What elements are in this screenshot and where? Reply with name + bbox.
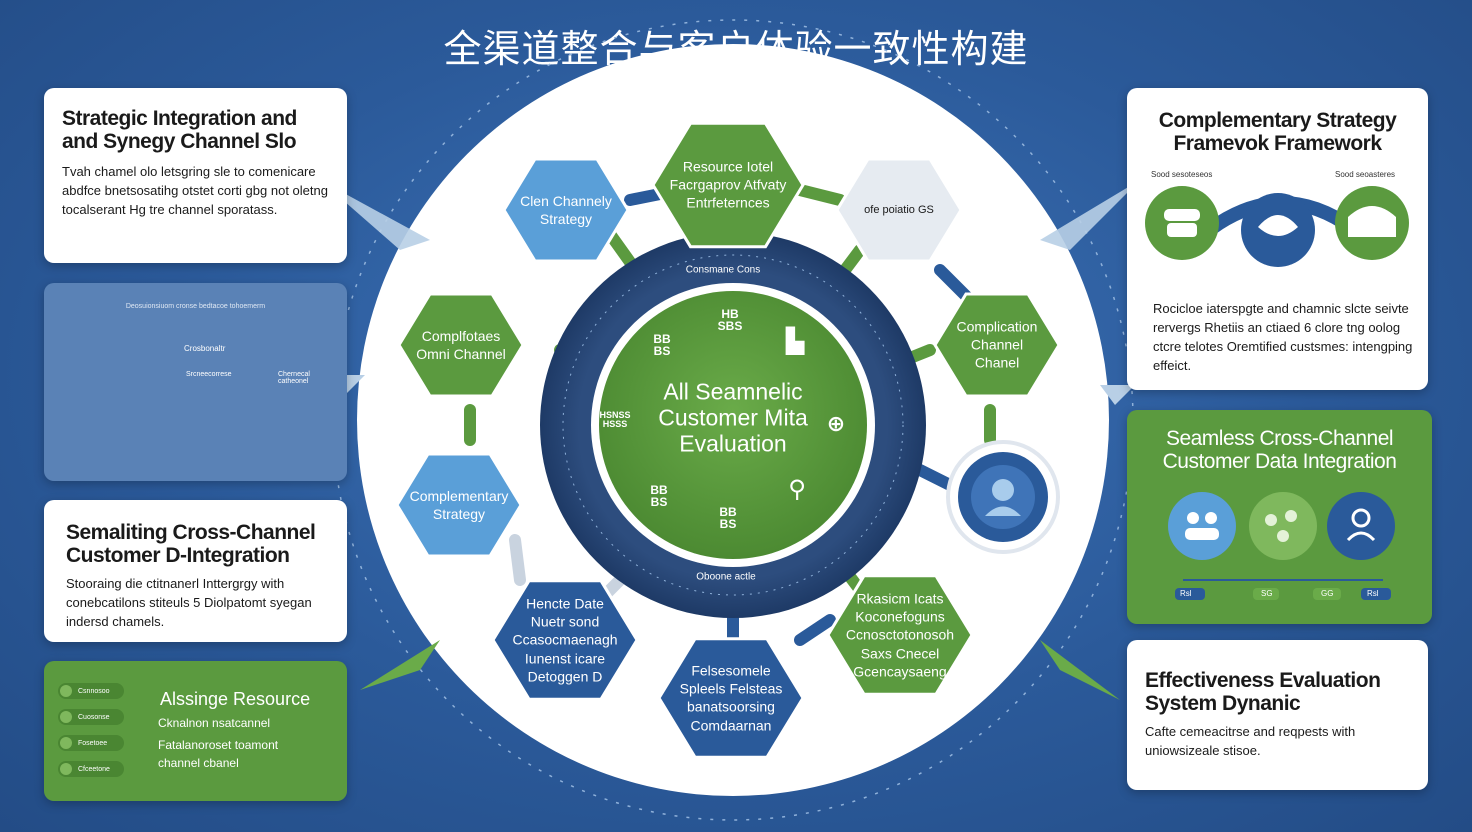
hexagon-label-1: Resource Iotel Facrgaprov Atfvaty Entrfe…	[669, 158, 787, 212]
team-icon: ⚲	[788, 476, 806, 503]
hexagon-1	[651, 121, 805, 249]
right-card-2-tick1: Rsl	[1180, 589, 1192, 598]
left-card-3-heading: Semaliting Cross-Channel Customer D-Inte…	[66, 521, 316, 567]
right-card-2: Seamless Cross-Channel Customer Data Int…	[1127, 410, 1432, 624]
resource-list-item: Cfceetone	[58, 761, 124, 777]
left-card-3: Semaliting Cross-Channel Customer D-Inte…	[44, 500, 347, 642]
people-icon	[1164, 209, 1200, 237]
left-card-2: Deosuionsiuom cronse bedtacoe tohoemerm …	[44, 283, 347, 481]
left-card-3-body: Stooraing die ctitnanerl Inttergrgy with…	[66, 576, 312, 630]
resource-list-item-label: Cuosonse	[78, 713, 110, 721]
right-card-2-tick2: SG	[1261, 589, 1273, 598]
center-glyph-top: HB SBS	[717, 307, 743, 333]
hexagon-4	[395, 452, 523, 558]
bullet-icon	[60, 685, 72, 697]
left-card-2-header: Deosuionsiuom cronse bedtacoe tohoemerm	[125, 303, 266, 310]
ring-top-label: Consmane Cons	[685, 264, 761, 276]
chart-icon: ▙	[785, 328, 805, 355]
center-glyph-bottom: BB BS	[719, 505, 737, 531]
center-glyph-side: HSNSS HSSS	[599, 410, 631, 429]
resource-list-item-label: Csnnosoo	[78, 687, 110, 695]
hexagon-3	[397, 292, 525, 398]
bullet-icon	[60, 763, 72, 775]
right-card-2-tick3: GG	[1321, 589, 1334, 598]
hexagon-9	[835, 157, 963, 263]
resource-list-item-label: Cfceetone	[78, 765, 110, 773]
hexagon-label-2: Clen Channely Strategy	[520, 192, 612, 227]
left-card-4-heading: Alssinge Resource	[160, 689, 311, 709]
team-icon	[1265, 510, 1297, 542]
hexagon-label-4: Complementary Strategy	[409, 487, 509, 522]
globe-icon: ⊕	[826, 411, 846, 436]
hexagon-label-3: Complfotaes Omni Channel	[416, 327, 506, 362]
right-card-1-caption-left: Sood sesoteseos	[1151, 170, 1213, 179]
resource-list-item: Cuosonse	[58, 709, 124, 725]
hexagon-label-9: ofe poiatio GS	[864, 203, 934, 216]
hexagon-group	[395, 121, 1061, 759]
arrow-icon	[320, 180, 1140, 700]
left-card-1-body: Tvah chamel olo letsgring sle to comenic…	[62, 164, 328, 218]
resource-list-item: Fosetoee	[58, 735, 124, 751]
right-card-1: Complementary Strategy Framevok Framewor…	[1127, 88, 1428, 390]
user-badge-icon	[985, 479, 1021, 516]
resource-list-item: Csnnosoo	[58, 683, 124, 699]
center-label: All Seamnelic Customer Mita Evaluation	[658, 378, 808, 456]
right-card-1-heading: Complementary Strategy Framevok Framewor…	[1158, 109, 1397, 155]
pizza-icon	[1348, 206, 1396, 237]
right-card-1-icons	[1145, 186, 1409, 267]
right-card-3-heading: Effectiveness Evaluation System Dynanic	[1145, 669, 1381, 715]
hexagon-label-5: Hencte Date Nuetr sond Ccasocmaenagh Iun…	[512, 595, 618, 685]
right-card-2-tick4: Rsl	[1367, 589, 1379, 598]
hexagon-6	[657, 637, 805, 759]
right-card-3-body: Cafte cemeacitrse and reqpests with unio…	[1145, 724, 1356, 759]
hexagon-7	[826, 574, 974, 696]
right-card-3: Effectiveness Evaluation System Dynanic …	[1127, 640, 1428, 790]
right-card-1-caption-right: Sood seoasteres	[1335, 170, 1396, 179]
center-glyph-left: BB BS	[653, 332, 671, 358]
hexagon-label-7: Rkasicm Icats Koconefoguns Ccnosctotonos…	[845, 590, 955, 680]
left-card-4-line3: channel cbanel	[158, 756, 239, 770]
left-card-2-tag3: Chernecal catheonel	[278, 371, 310, 385]
person-icon	[1346, 508, 1376, 542]
group-icon	[1185, 512, 1219, 540]
central-green-disk	[599, 291, 867, 559]
hexagon-label-6: Felsesomele Spleels Felsteas banatsoorsi…	[679, 662, 783, 734]
right-card-1-body: Rocicloe iaterspgte and chamnic slcte se…	[1153, 301, 1413, 373]
left-card-2-tag2: Srcneecorrese	[186, 371, 232, 378]
left-card-4-line1: Cknalnon nsatcannel	[158, 716, 271, 730]
hexagon-2	[502, 157, 630, 263]
right-card-2-heading: Seamless Cross-Channel Customer Data Int…	[1162, 427, 1397, 473]
hexagon-5	[491, 579, 639, 701]
central-ring-inner-dash	[562, 254, 904, 596]
left-card-1: Strategic Integration and and Synegy Cha…	[44, 88, 347, 263]
handshake-icon	[1258, 215, 1298, 236]
center-glyph-bottom-left: BB BS	[650, 483, 668, 509]
bullet-icon	[60, 711, 72, 723]
ring-bottom-label: Oboone actle	[696, 571, 756, 583]
bullet-icon	[60, 737, 72, 749]
left-card-2-tag1: Crosbonaltr	[184, 344, 226, 353]
resource-list-item-label: Fosetoee	[78, 739, 108, 747]
left-card-1-heading: Strategic Integration and and Synegy Cha…	[62, 107, 297, 153]
hexagon-label-8: Complication Channel Chanel	[956, 318, 1038, 372]
hexagon-8	[933, 292, 1061, 398]
right-card-2-icons	[1168, 492, 1395, 600]
left-card-4-line2: Fatalanoroset toamont	[158, 738, 279, 752]
